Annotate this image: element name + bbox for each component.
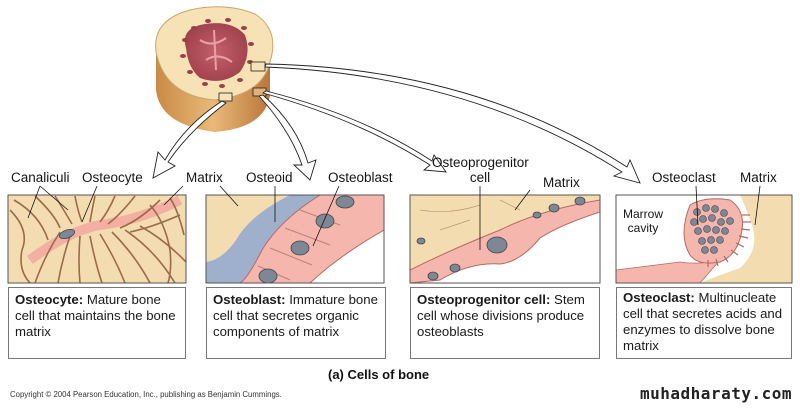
label-matrix-1: Matrix: [186, 170, 223, 185]
osteoprogenitor-term: Osteoprogenitor cell:: [417, 292, 551, 307]
label-marrow-cavity: Marrow cavity: [622, 207, 663, 235]
osteoprogenitor-illustration: [410, 195, 600, 283]
osteocyte-text: Mature bone cell that maintains the bone…: [15, 292, 176, 339]
osteocyte-illustration: [8, 195, 186, 283]
label-osteoblast: Osteoblast: [328, 170, 393, 185]
figure-caption: (a) Cells of bone: [328, 367, 430, 382]
osteoclast-illustration: [616, 195, 792, 283]
osteocyte-description: Osteocyte: Mature bone cell that maintai…: [8, 287, 186, 359]
label-matrix-3: Matrix: [740, 170, 777, 185]
osteoprogenitor-text: Stem cell whose divisions produce osteob…: [417, 292, 585, 339]
osteocyte-term: Osteocyte:: [15, 292, 84, 307]
osteoclast-text: Multinucleate cell that secretes acids a…: [623, 290, 783, 353]
label-osteoprogenitor-cell: Osteoprogenitor cell: [432, 155, 529, 185]
label-osteoclast: Osteoclast: [652, 170, 716, 185]
copyright-notice: Copyright © 2004 Pearson Education, Inc.…: [10, 390, 282, 399]
label-canaliculi: Canaliculi: [11, 170, 70, 185]
label-osteoid: Osteoid: [246, 170, 293, 185]
osteoclast-description: Osteoclast: Multinucleate cell that secr…: [616, 287, 792, 359]
bone-cross-section: [155, 6, 274, 132]
leader-lines: [27, 185, 761, 250]
osteoblast-term: Osteoblast:: [213, 292, 286, 307]
osteoblast-text: Immature bone cell that secretes organic…: [213, 292, 378, 339]
osteoprogenitor-description: Osteoprogenitor cell: Stem cell whose di…: [410, 287, 600, 359]
osteoclast-term: Osteoclast:: [623, 290, 695, 305]
label-osteocyte: Osteocyte: [82, 170, 143, 185]
label-matrix-2: Matrix: [543, 175, 580, 190]
osteoblast-description: Osteoblast: Immature bone cell that secr…: [206, 287, 386, 359]
arrows: [152, 63, 641, 184]
watermark: muhadharaty.com: [640, 384, 792, 403]
osteoblast-illustration: [206, 195, 384, 283]
